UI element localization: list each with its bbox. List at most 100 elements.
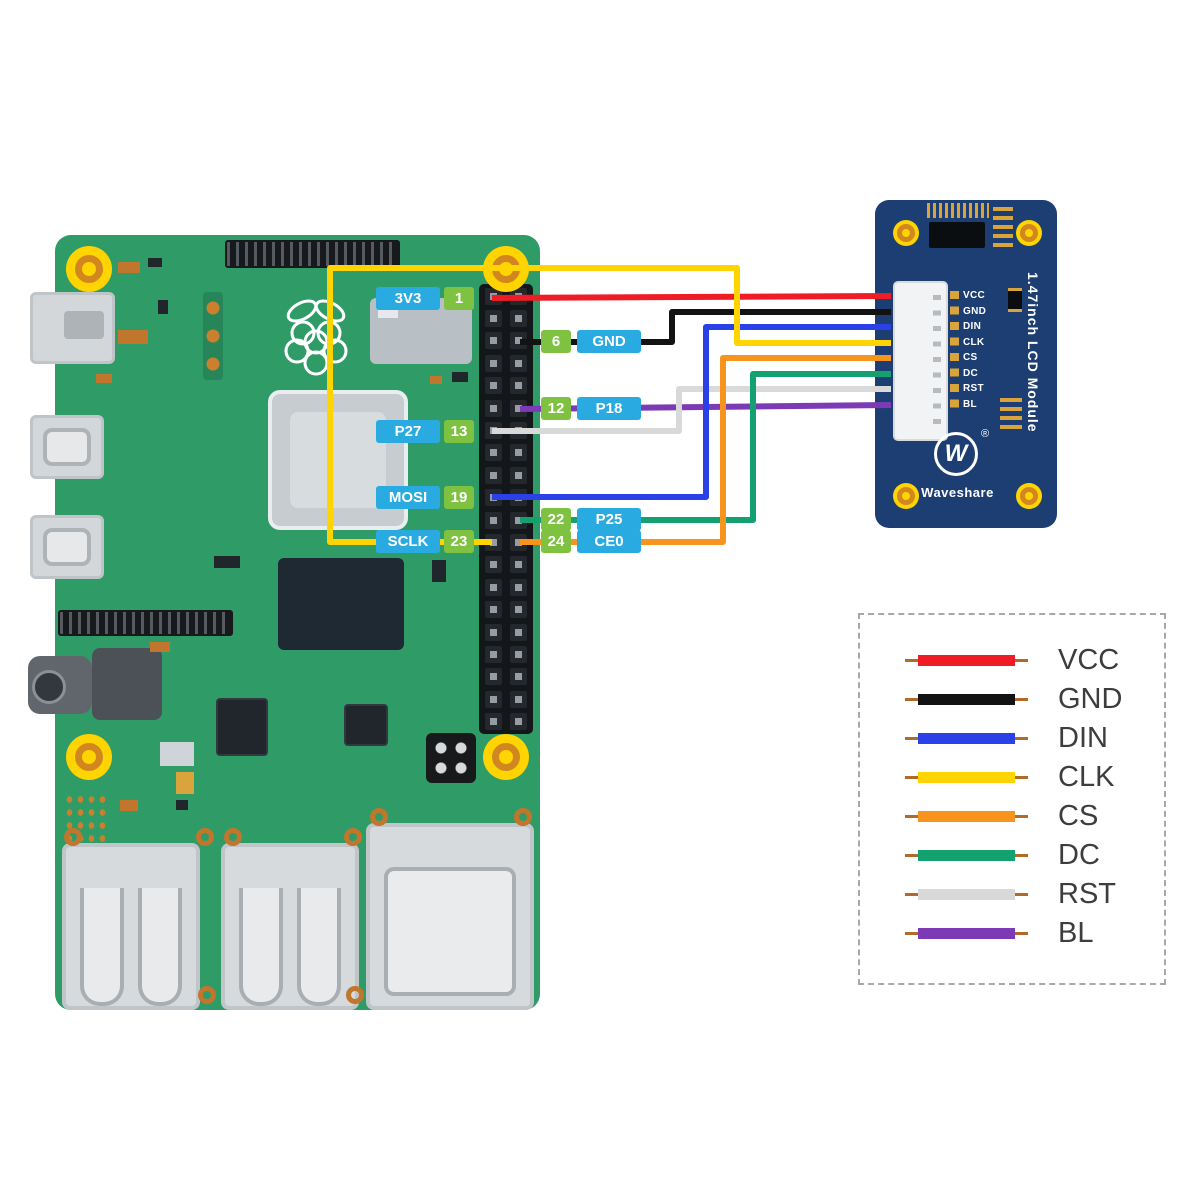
audio-jack (28, 656, 92, 714)
badge-signal-p25: P25 (577, 508, 641, 531)
legend-label-clk: CLK (1058, 761, 1115, 793)
lcd-pin-label-bl: BL (963, 399, 977, 410)
fpc-contacts (927, 203, 989, 218)
lcd-pin-label-clk: CLK (963, 337, 985, 348)
legend-label-din: DIN (1058, 722, 1108, 754)
solder-pad (346, 986, 364, 1004)
poe-header (426, 733, 476, 783)
usb-port (30, 415, 104, 479)
waveshare-logo-icon: W (934, 432, 978, 476)
legend-row: DIN (905, 719, 1164, 758)
badge-signal-mosi: MOSI (376, 486, 440, 509)
legend-label-bl: BL (1058, 917, 1094, 949)
component (214, 556, 240, 568)
badge-signal-ce0: CE0 (577, 530, 641, 553)
legend-row: BL (905, 914, 1164, 953)
badge-pin-12: 12 (541, 397, 571, 420)
solder-pad (198, 986, 216, 1004)
legend-row: CS (905, 797, 1164, 836)
lcd-module-board: VCC GND DIN CLK CS DC RST BL 1.47inch LC… (875, 200, 1057, 528)
badge-signal-p27: P27 (376, 420, 440, 443)
raspberry-pi-logo-icon (284, 299, 348, 376)
driver-ic (929, 222, 985, 248)
mounting-hole (1016, 483, 1042, 509)
solder-pad (514, 808, 532, 826)
ethernet-port (366, 823, 534, 1010)
legend-swatch-dc (905, 850, 1028, 861)
badge-pin-13: 13 (444, 420, 474, 443)
solder-pad (196, 828, 214, 846)
legend-swatch-vcc (905, 655, 1028, 666)
wire-color-legend: VCC GND DIN CLK CS DC RST BL (858, 613, 1166, 985)
legend-row: VCC (905, 641, 1164, 680)
wire-din (492, 324, 891, 500)
legend-label-dc: DC (1058, 839, 1100, 871)
legend-swatch-gnd (905, 694, 1028, 705)
badge-pin-1: 1 (444, 287, 474, 310)
waveshare-brand-text: Waveshare (921, 485, 994, 500)
ram-chip (278, 558, 404, 650)
gpio-header (479, 284, 533, 734)
wire-rst (492, 386, 891, 434)
solder-pad (224, 828, 242, 846)
solder-pad (64, 828, 82, 846)
component (176, 800, 188, 810)
legend-label-gnd: GND (1058, 683, 1123, 715)
badge-signal-p18: P18 (577, 397, 641, 420)
smd-component (1008, 288, 1022, 312)
legend-row: GND (905, 680, 1164, 719)
solder-pads (993, 207, 1013, 249)
solder-pad (344, 828, 362, 846)
component (148, 258, 162, 267)
lcd-pin-label-din: DIN (963, 321, 982, 332)
legend-label-cs: CS (1058, 800, 1099, 832)
component (176, 772, 194, 794)
usb-a-ports (221, 843, 359, 1010)
ic-chip (216, 698, 268, 756)
usb-port (30, 515, 104, 579)
legend-swatch-cs (905, 811, 1028, 822)
mounting-hole (66, 246, 112, 292)
lcd-wire-connector (893, 281, 948, 441)
legend-swatch-bl (905, 928, 1028, 939)
legend-swatch-clk (905, 772, 1028, 783)
usb-a-ports (62, 843, 200, 1010)
lcd-pin-label-vcc: VCC (963, 290, 986, 301)
gpio-pin-grid (479, 284, 533, 732)
pin-pads (950, 291, 959, 415)
camera-connector (58, 610, 233, 636)
audio-jack-body (92, 648, 162, 720)
legend-label-rst: RST (1058, 878, 1116, 910)
mounting-hole (893, 220, 919, 246)
mounting-hole (483, 734, 529, 780)
legend-swatch-rst (905, 889, 1028, 900)
solder-pad (370, 808, 388, 826)
wire-clk (327, 265, 891, 545)
ic-chip (344, 704, 388, 746)
badge-signal-gnd: GND (577, 330, 641, 353)
legend-label-vcc: VCC (1058, 644, 1120, 676)
hdmi-port (30, 292, 115, 364)
lcd-pin-label-gnd: GND (963, 306, 987, 317)
mounting-hole (893, 483, 919, 509)
registered-mark: ® (981, 428, 990, 440)
component (150, 642, 170, 652)
component (96, 374, 112, 383)
mounting-hole (66, 734, 112, 780)
display-connector (225, 240, 400, 268)
legend-row: RST (905, 875, 1164, 914)
badge-pin-19: 19 (444, 486, 474, 509)
cpu-chip (268, 390, 408, 530)
badge-signal-sclk: SCLK (376, 530, 440, 553)
component (430, 376, 442, 384)
component (160, 742, 194, 766)
badge-signal-3v3: 3V3 (376, 287, 440, 310)
badge-pin-22: 22 (541, 508, 571, 531)
lcd-pin-label-rst: RST (963, 383, 984, 394)
component (118, 330, 148, 344)
lcd-pin-label-cs: CS (963, 352, 978, 363)
lcd-pin-label-dc: DC (963, 368, 979, 379)
component (158, 300, 168, 314)
